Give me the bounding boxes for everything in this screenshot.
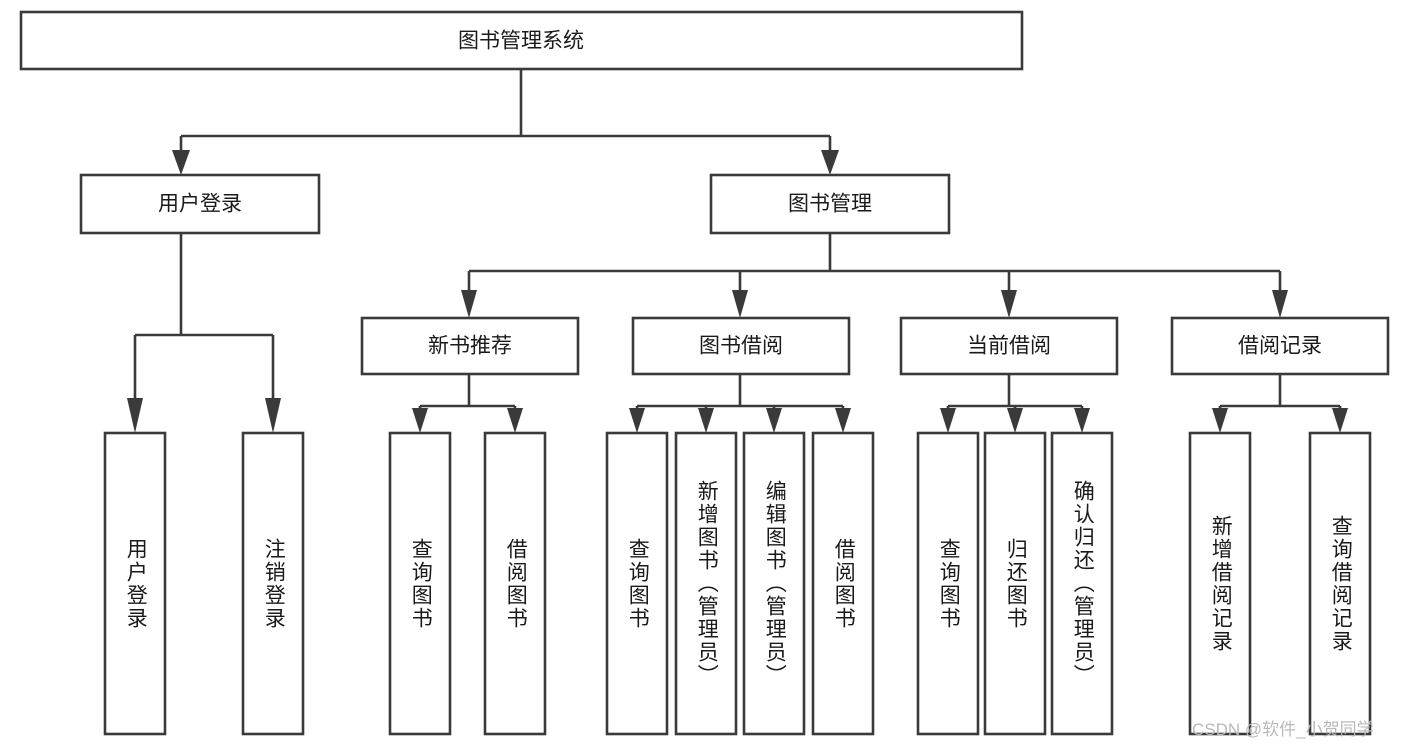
arrow-head-book-management [821, 150, 839, 175]
node-leaf-confirm-return-box[interactable] [1050, 431, 1114, 736]
node-borrow-record-label: 借阅记录 [1238, 335, 1322, 358]
arrow-head-leaf-borrow-book-1 [507, 408, 523, 433]
node-user-login[interactable]: 用户登录 [79, 173, 321, 235]
node-leaf-query-record-box[interactable] [1308, 431, 1372, 736]
node-leaf-borrow-book-2-box[interactable] [811, 431, 875, 736]
arrow-head-leaf-user-login [127, 398, 143, 433]
arrow-head-new-book-recommend [461, 290, 477, 318]
node-new-book-recommend[interactable]: 新书推荐 [360, 316, 580, 376]
node-book-borrow-box[interactable] [631, 316, 851, 376]
node-leaf-return-book-box[interactable] [983, 431, 1047, 736]
arrow-head-leaf-user-logout [265, 398, 281, 433]
node-user-login-label: 用户登录 [158, 193, 242, 216]
leaf-box-group [103, 431, 1372, 736]
arrow-head-leaf-return-book [1007, 408, 1023, 433]
arrow-head-leaf-confirm-return [1074, 408, 1090, 433]
connector-group [127, 69, 1348, 433]
node-leaf-query-book-1-box[interactable] [388, 431, 452, 736]
node-current-borrow-box[interactable] [899, 316, 1119, 376]
node-leaf-edit-book-box[interactable] [742, 431, 806, 736]
node-root-box[interactable] [19, 10, 1024, 71]
node-book-borrow[interactable]: 图书借阅 [631, 316, 851, 376]
arrow-head-leaf-query-book-2 [629, 408, 645, 433]
node-user-login-box[interactable] [79, 173, 321, 235]
arrow-head-leaf-add-record [1212, 408, 1228, 433]
node-leaf-user-logout-box[interactable] [241, 431, 305, 736]
arrow-head-leaf-add-book [698, 408, 714, 433]
node-new-book-recommend-label: 新书推荐 [428, 335, 512, 358]
arrow-head-leaf-query-record [1332, 408, 1348, 433]
arrow-head-current-borrow [1001, 290, 1017, 318]
node-current-borrow-label: 当前借阅 [967, 335, 1051, 358]
node-root-label: 图书管理系统 [458, 30, 584, 53]
node-leaf-add-record-box[interactable] [1188, 431, 1252, 736]
node-book-management[interactable]: 图书管理 [709, 173, 951, 235]
arrow-head-leaf-edit-book [766, 408, 782, 433]
node-leaf-query-book-3-box[interactable] [916, 431, 980, 736]
node-borrow-record[interactable]: 借阅记录 [1170, 316, 1390, 376]
arrow-head-leaf-borrow-book-2 [835, 408, 851, 433]
node-root[interactable]: 图书管理系统 [19, 10, 1024, 71]
arrow-head-book-borrow [732, 290, 748, 318]
arrow-head-leaf-query-book-3 [940, 408, 956, 433]
csdn-watermark: CSDN @软件_小贺同学 [1192, 720, 1374, 739]
node-borrow-record-box[interactable] [1170, 316, 1390, 376]
node-new-book-recommend-box[interactable] [360, 316, 580, 376]
node-leaf-query-book-2-box[interactable] [605, 431, 669, 736]
node-book-management-box[interactable] [709, 173, 951, 235]
node-leaf-borrow-book-1-box[interactable] [483, 431, 547, 736]
node-book-management-label: 图书管理 [788, 193, 872, 216]
arrow-head-user-login [172, 150, 190, 175]
arrow-head-leaf-query-book-1 [412, 408, 428, 433]
arrow-head-borrow-record [1272, 290, 1288, 318]
node-leaf-add-book-box[interactable] [674, 431, 738, 736]
node-current-borrow[interactable]: 当前借阅 [899, 316, 1119, 376]
node-leaf-user-login-box[interactable] [103, 431, 167, 736]
node-book-borrow-label: 图书借阅 [699, 335, 783, 358]
